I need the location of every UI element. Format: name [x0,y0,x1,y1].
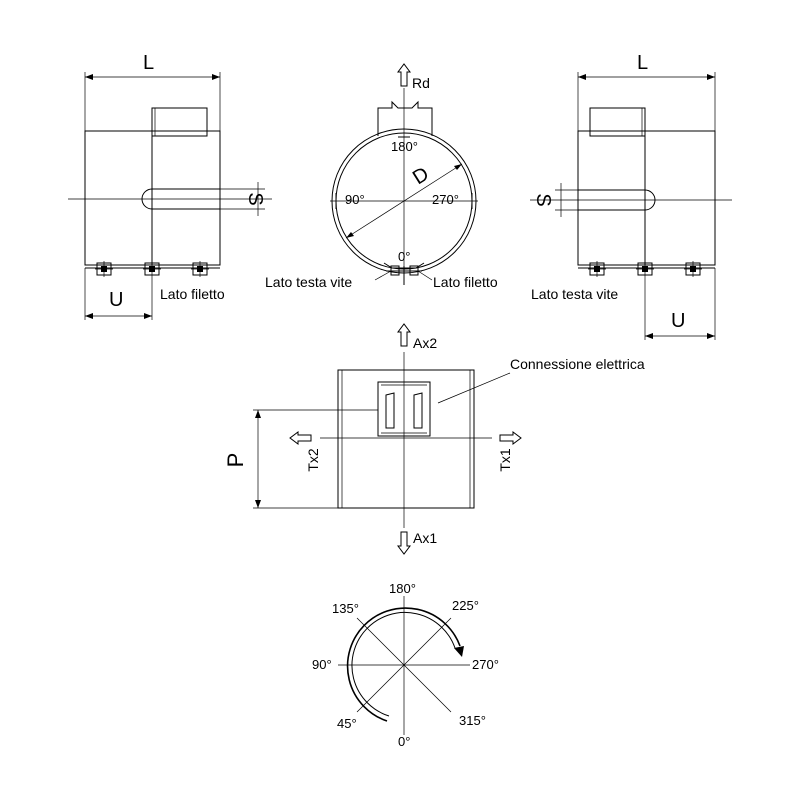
connector-pin-right [413,392,423,429]
left-bolt [191,261,209,277]
top-dim-P: P [223,453,248,468]
compass-rotation-arc-outer [346,607,461,722]
force-ax1: Ax1 [413,530,437,546]
left-label-lato-filetto: Lato filetto [160,286,225,302]
right-dim-S: S [532,193,554,206]
front-angle-270: 270° [432,192,459,207]
compass-angle-45: 45° [337,716,357,731]
front-label-lato-filetto: Lato filetto [433,274,498,290]
force-rd: Rd [412,75,430,91]
right-top-tab [589,107,646,137]
right-bolt [588,261,606,277]
front-top-connector [377,100,433,136]
force-ax2: Ax2 [413,335,437,351]
front-angle-0: 0° [398,249,410,264]
left-top-tab [151,107,208,137]
right-side-view: L S U Lato testa vite [530,52,732,340]
left-slot [141,188,220,210]
right-label-lato-testa-vite: Lato testa vite [531,286,618,302]
front-view: Rd D 180° 90° 270° 0° Lato testa vit [265,63,498,290]
front-label-lato-testa-vite: Lato testa vite [265,274,352,290]
ax2-arrow-icon [397,323,411,347]
force-tx2: Tx2 [305,448,321,472]
front-bottom-clamp [383,262,425,285]
compass-angle-180: 180° [389,581,416,596]
front-dim-D: D [409,163,433,189]
right-body-outline [577,130,716,266]
right-bolt [684,261,702,277]
compass-angle-135: 135° [332,601,359,616]
top-view: Ax2 Connessione elettrica P Tx2 Tx1 Ax1 [223,323,645,555]
left-dim-U: U [109,289,123,311]
top-body-outline [337,369,475,509]
connector-pin-left [385,392,395,429]
front-angle-180: 180° [391,139,418,154]
front-angle-90: 90° [345,192,365,207]
compass-diagonal-b [356,617,452,713]
left-dim-L: L [143,52,154,74]
right-bolt [636,261,654,277]
right-dim-U: U [671,310,685,332]
compass-angle-90: 90° [312,657,332,672]
label-connessione-elettrica: Connessione elettrica [510,356,645,372]
compass-angle-270: 270° [472,657,499,672]
tx1-arrow-icon [499,431,522,445]
rotation-arrowhead-icon [454,646,464,657]
right-slot [578,189,656,211]
tx2-arrow-icon [289,431,312,445]
compass-rotation-arc-inner [351,611,456,717]
left-dim-S: S [244,192,266,205]
compass-angle-315: 315° [459,713,486,728]
electrical-connector [377,381,431,437]
force-tx1: Tx1 [497,448,513,472]
left-bolt [143,261,161,277]
right-dim-L: L [637,52,648,74]
compass-angle-0: 0° [398,734,410,749]
rd-arrow-icon [397,63,411,87]
connector-leader [437,372,511,404]
ax1-arrow-icon [397,531,411,555]
left-bolt [95,261,113,277]
front-diameter-line [345,163,463,239]
angle-compass: 180° 135° 225° 90° 270° 45° 315° 0° [312,581,499,749]
left-side-view: L S U Lato filetto [68,52,272,320]
compass-angle-225: 225° [452,598,479,613]
